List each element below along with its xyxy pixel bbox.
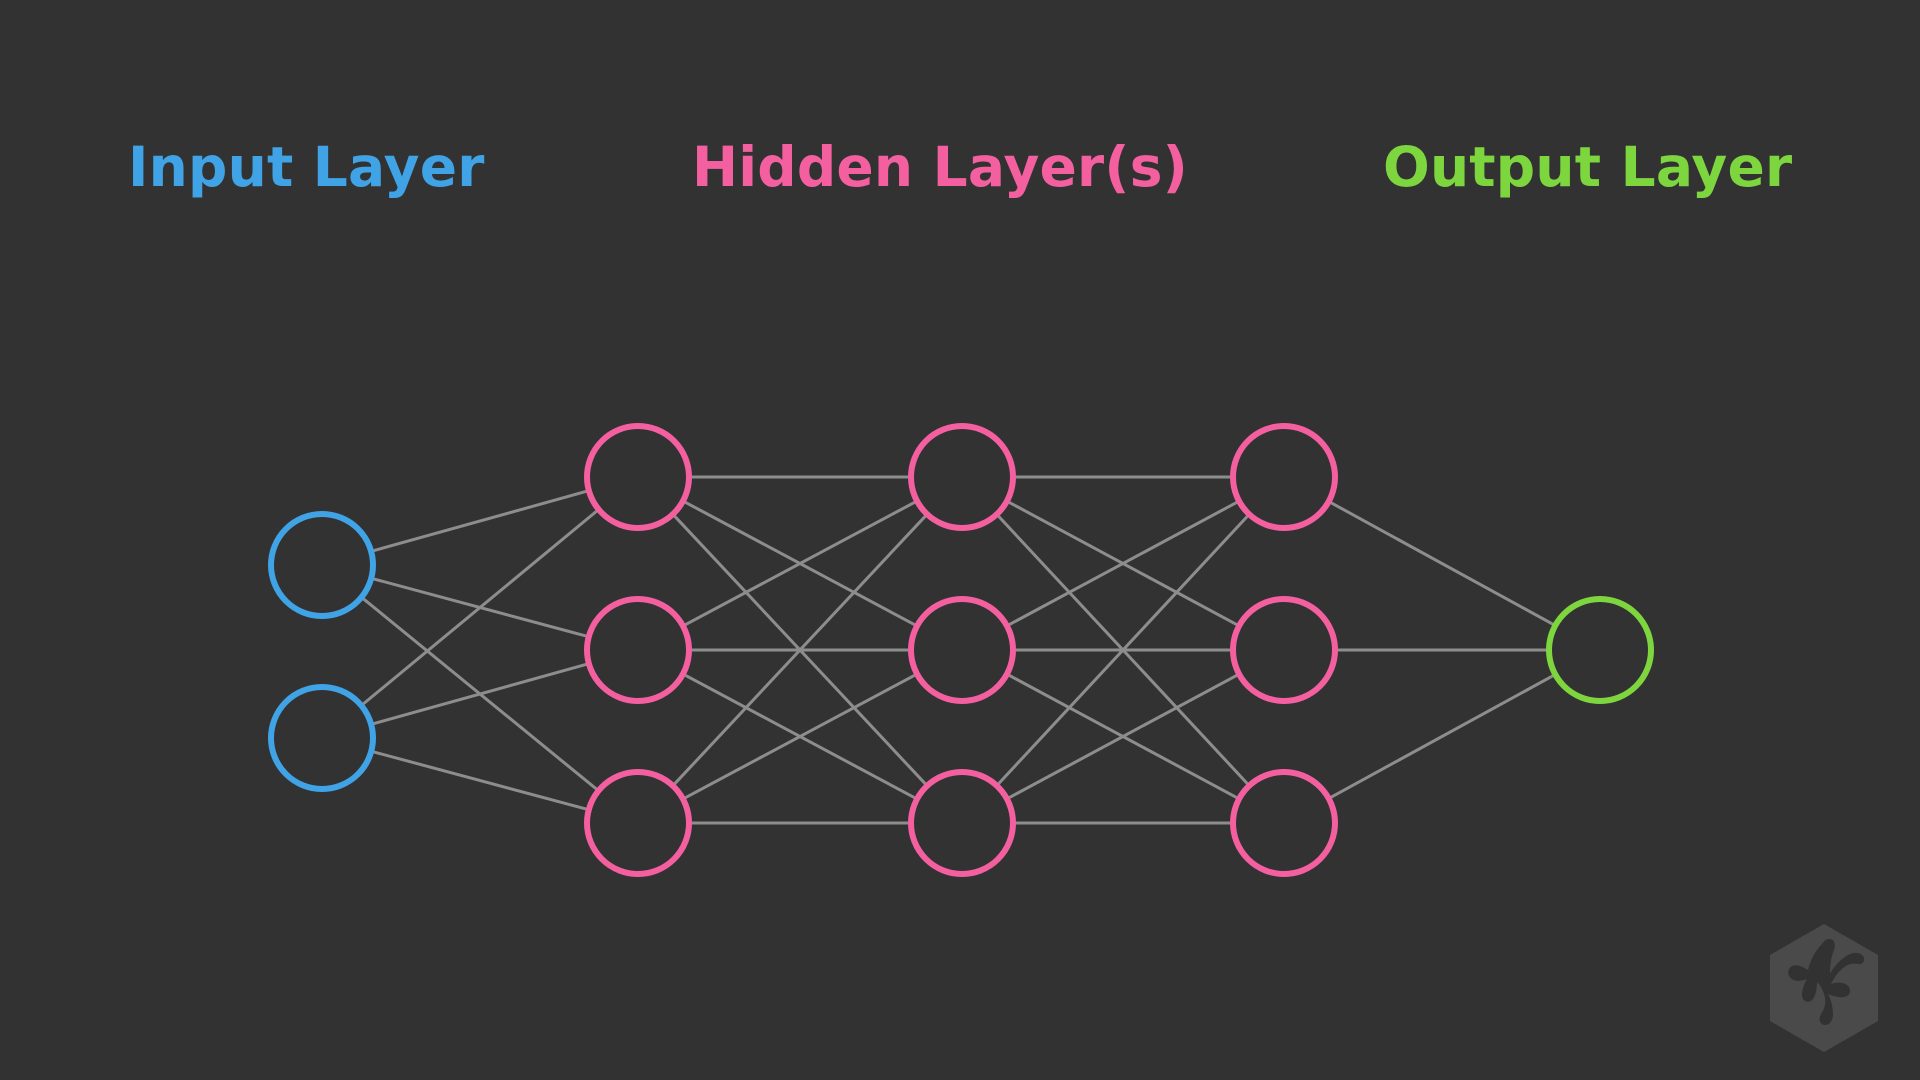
treehouse-hexagon-logo-icon: [1770, 924, 1878, 1052]
hidden-neuron-node: [908, 769, 1016, 877]
connection-line: [684, 500, 916, 627]
output-neuron-node: [1546, 596, 1654, 704]
hidden-neuron-node: [584, 423, 692, 531]
connection-line: [1329, 674, 1555, 799]
hidden-neuron-node: [584, 596, 692, 704]
connection-line: [997, 515, 1249, 785]
neuron-nodes-group: [268, 423, 1654, 877]
connection-line: [673, 514, 927, 786]
connection-line: [684, 673, 916, 800]
hidden-neuron-node: [584, 769, 692, 877]
connection-edges-group: [362, 475, 1555, 825]
hidden-neuron-node: [908, 596, 1016, 704]
connection-line: [372, 662, 588, 726]
connection-line: [1329, 501, 1555, 626]
input-neuron-node: [268, 511, 376, 619]
hidden-neuron-node: [1230, 596, 1338, 704]
input-neuron-node: [268, 684, 376, 792]
hidden-neuron-node: [1230, 769, 1338, 877]
connection-line: [1008, 674, 1238, 799]
connection-line: [372, 750, 588, 811]
connection-line: [362, 509, 598, 706]
hidden-neuron-node: [908, 423, 1016, 531]
connection-line: [372, 489, 588, 553]
connection-line: [1008, 501, 1238, 626]
hidden-neuron-node: [1230, 423, 1338, 531]
